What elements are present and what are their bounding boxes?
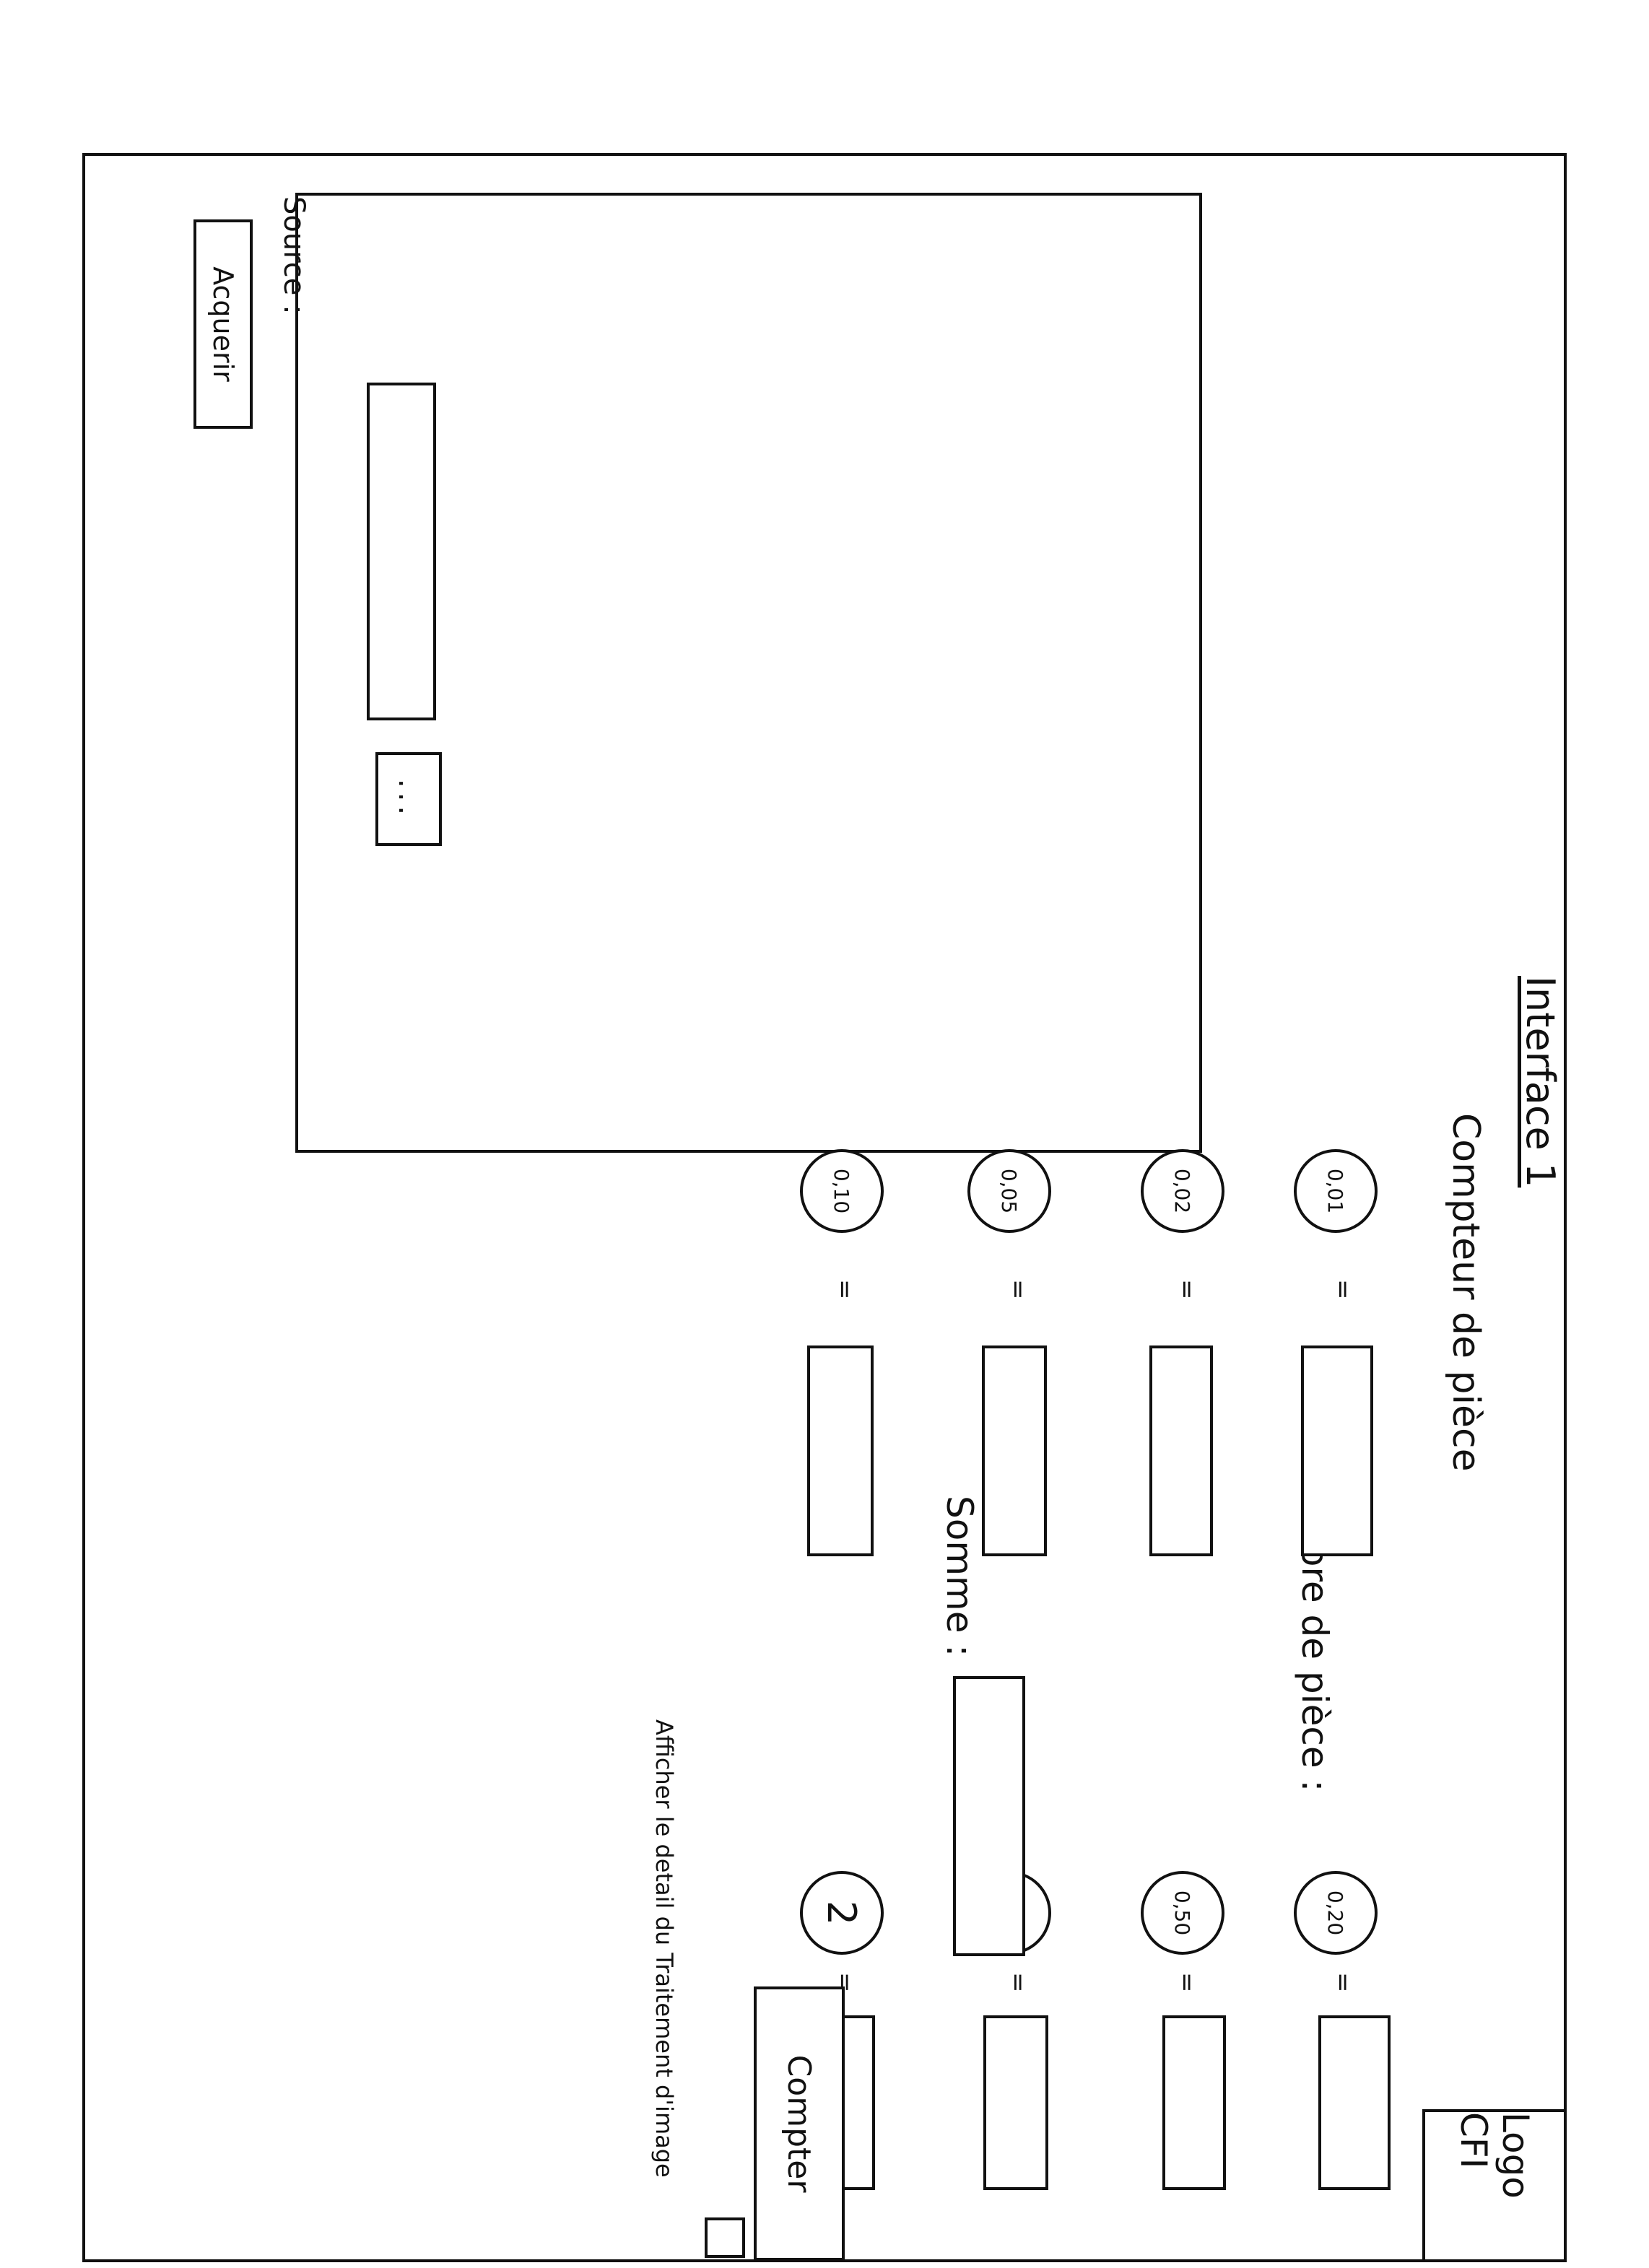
coin-0-20: 0,20 — [1294, 1871, 1378, 1955]
source-label: Source : — [277, 196, 310, 315]
coin-2: 2 — [800, 1871, 884, 1955]
equals-sign: = — [1004, 1972, 1032, 1993]
coin-0-01: 0,01 — [1294, 1149, 1378, 1233]
count-field-0-10[interactable] — [807, 1345, 874, 1556]
equals-sign: = — [1004, 1279, 1032, 1300]
app-window-mockup: Interface 1 Compteur de pièce Logo CFI S… — [82, 153, 1567, 2262]
coin-0-02: 0,02 — [1141, 1149, 1224, 1233]
equals-sign: = — [1172, 1279, 1201, 1300]
equals-sign: = — [1328, 1972, 1357, 1993]
logo-label: Logo CFI — [1453, 2112, 1536, 2199]
count-field-1[interactable] — [983, 2015, 1048, 2190]
source-path-input[interactable] — [367, 383, 436, 720]
equals-sign: = — [830, 1279, 859, 1300]
app-title: Compteur de pièce — [1444, 1113, 1487, 1472]
sum-field[interactable] — [953, 1676, 1025, 1956]
count-field-0-20[interactable] — [1318, 2015, 1391, 2190]
count-field-0-05[interactable] — [982, 1345, 1047, 1556]
coin-0-05: 0,05 — [967, 1149, 1051, 1233]
equals-sign: = — [1172, 1972, 1201, 1993]
browse-button[interactable]: ... — [375, 752, 442, 846]
count-field-0-02[interactable] — [1149, 1345, 1213, 1556]
detail-checkbox-label: Afficher le detail du Traitement d'image — [651, 1719, 678, 2178]
coin-0-10: 0,10 — [800, 1149, 884, 1233]
count-button[interactable]: Compter — [754, 1986, 845, 2261]
equals-sign: = — [1328, 1279, 1357, 1300]
coin-0-50: 0,50 — [1141, 1871, 1224, 1955]
logo-placeholder: Logo CFI — [1422, 2109, 1564, 2261]
detail-checkbox[interactable] — [705, 2217, 745, 2258]
window-title: Interface 1 — [1518, 976, 1563, 1188]
acquire-button[interactable]: Acquerir — [193, 219, 253, 429]
sum-label: Somme : — [939, 1496, 980, 1657]
count-field-0-01[interactable] — [1301, 1345, 1373, 1556]
count-field-0-50[interactable] — [1162, 2015, 1226, 2190]
